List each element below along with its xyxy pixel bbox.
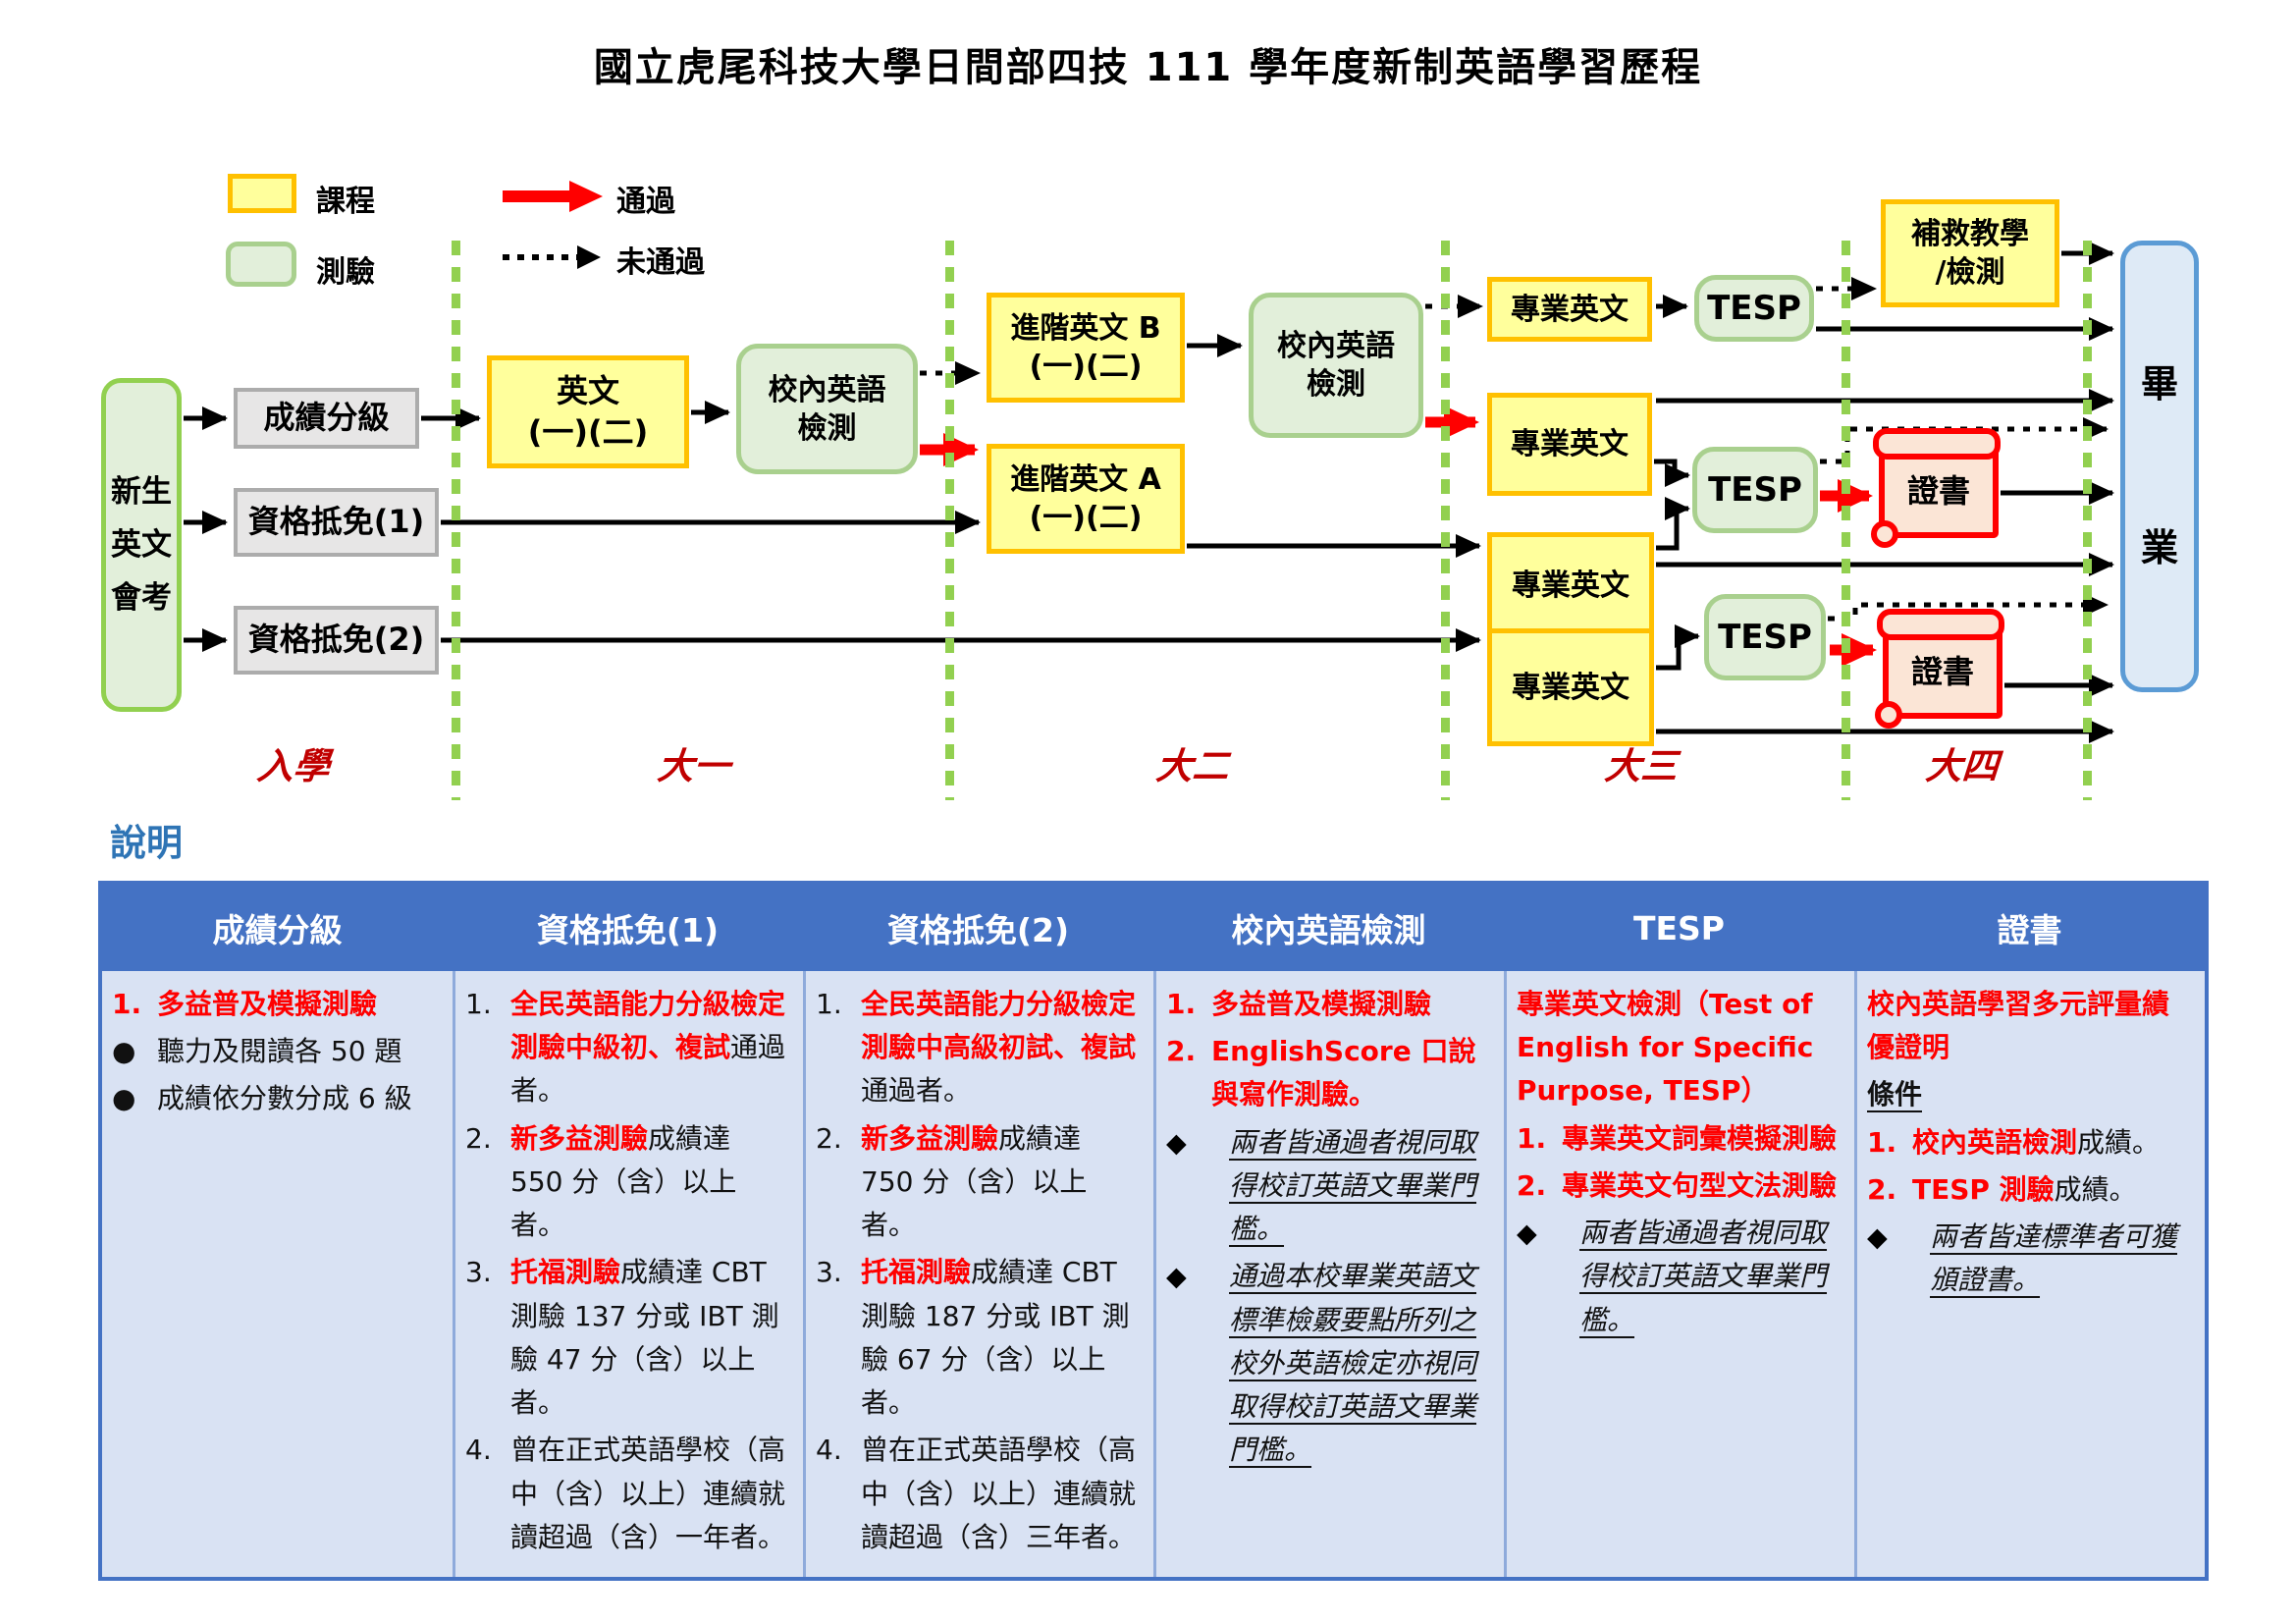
certificate-box-2: 證書 <box>1875 609 2004 729</box>
table-header-waiver2: 資格抵免(2) <box>886 911 1070 949</box>
certificate-label: 證書 <box>1910 653 1974 690</box>
stage-divider-1 <box>452 241 460 800</box>
check1-line1: 校內英語 <box>768 372 886 407</box>
graduation-box: 畢 業 <box>2120 241 2199 692</box>
stage-divider-4 <box>1842 241 1850 800</box>
professional-english-box-2: 專業英文 <box>1487 393 1652 496</box>
remedial-line2: /檢測 <box>1935 255 2005 290</box>
check2-line1: 校內英語 <box>1277 329 1395 363</box>
stage-divider-2 <box>945 241 954 800</box>
legend-fail-label: 未通過 <box>616 245 705 280</box>
pass-arrow-icon <box>499 179 607 218</box>
tesp-box-2: TESP <box>1692 447 1818 533</box>
remedial-teaching-box: 補救教學 /檢測 <box>1881 199 2059 307</box>
table-header-waiver1: 資格抵免(1) <box>536 911 720 949</box>
notes-heading: 說明 <box>110 822 183 864</box>
table-header-tesp: TESP <box>1632 908 1725 947</box>
advanced-english-a-box: 進階英文 A (一)(二) <box>987 444 1185 554</box>
table-header-row: 成績分級 資格抵免(1) 資格抵免(2) 校內英語檢測 TESP 證書 <box>102 885 2205 971</box>
waiver-1-box: 資格抵免(1) <box>234 488 439 557</box>
table-cell: 1.全民英語能力分級檢定測驗中級初、複試通過者。2.新多益測驗成績達 550 分… <box>453 971 803 1578</box>
waiver-2-box: 資格抵免(2) <box>234 606 439 675</box>
notes-table: 成績分級 資格抵免(1) 資格抵免(2) 校內英語檢測 TESP 證書 1.多益… <box>98 881 2209 1582</box>
stage-divider-5 <box>2083 241 2092 800</box>
tesp-box-3: TESP <box>1704 594 1826 680</box>
professional-english-box-1: 專業英文 <box>1487 277 1652 342</box>
stage-label-year2: 大二 <box>1154 744 1231 787</box>
page-title: 國立虎尾科技大學日間部四技 111 學年度新制英語學習歷程 <box>593 45 1703 90</box>
course-line2: (一)(二) <box>527 412 649 451</box>
check2-line2: 檢測 <box>1307 367 1365 402</box>
table-body-row: 1.多益普及模擬測驗●聽力及閱讀各 50 題●成績依分數分成 6 級 1.全民英語… <box>102 971 2205 1578</box>
legend-course-swatch <box>228 174 296 213</box>
legend-test-label: 測驗 <box>316 255 375 290</box>
advB-line2: (一)(二) <box>1029 350 1143 384</box>
tesp-box-1: TESP <box>1694 275 1814 342</box>
stage-label-year3: 大三 <box>1603 744 1680 787</box>
table-header-certificate: 證書 <box>1997 911 2062 949</box>
professional-english-box-4: 專業英文 <box>1487 628 1654 746</box>
campus-english-check-box-2: 校內英語 檢測 <box>1249 293 1423 438</box>
table-header-grade: 成績分級 <box>212 911 343 949</box>
graduation-char-2: 業 <box>2140 525 2178 569</box>
table-cell: 1.全民英語能力分級檢定測驗中高級初試、複試通過者。2.新多益測驗成績達 750… <box>803 971 1153 1578</box>
table-header-campus-check: 校內英語檢測 <box>1231 911 1426 949</box>
legend-pass-label: 通過 <box>616 185 675 219</box>
stage-label-enrollment: 入學 <box>255 744 332 787</box>
table-cell: 1.多益普及模擬測驗●聽力及閱讀各 50 題●成績依分數分成 6 級 <box>112 988 412 1115</box>
fail-arrow-icon <box>499 240 607 279</box>
english-1-2-course-box: 英文 (一)(二) <box>487 355 689 468</box>
advanced-english-b-box: 進階英文 B (一)(二) <box>987 293 1185 403</box>
advA-line2: (一)(二) <box>1029 501 1143 535</box>
table-cell: 專業英文檢測（Test of English for Specific Purp… <box>1504 971 1854 1578</box>
course-line1: 英文 <box>556 371 619 409</box>
graduation-char-1: 畢 <box>2140 362 2178 406</box>
freshman-english-exam-box: 新生英文會考 <box>101 378 182 712</box>
stage-divider-3 <box>1441 241 1450 800</box>
advA-line1: 進階英文 A <box>1010 462 1161 497</box>
certificate-label: 證書 <box>1906 472 1970 510</box>
legend-test-swatch <box>226 242 296 287</box>
campus-english-check-box-1: 校內英語 檢測 <box>736 344 918 474</box>
check1-line2: 檢測 <box>797 410 857 446</box>
stage-label-year1: 大一 <box>656 744 732 787</box>
advB-line1: 進階英文 B <box>1010 311 1161 346</box>
grade-placement-box: 成績分級 <box>234 388 419 449</box>
legend-course-label: 課程 <box>316 185 375 219</box>
professional-english-box-3: 專業英文 <box>1487 532 1654 638</box>
remedial-line1: 補救教學 <box>1911 217 2029 251</box>
stage-label-year4: 大四 <box>1924 744 2001 787</box>
certificate-box-1: 證書 <box>1871 428 2001 548</box>
